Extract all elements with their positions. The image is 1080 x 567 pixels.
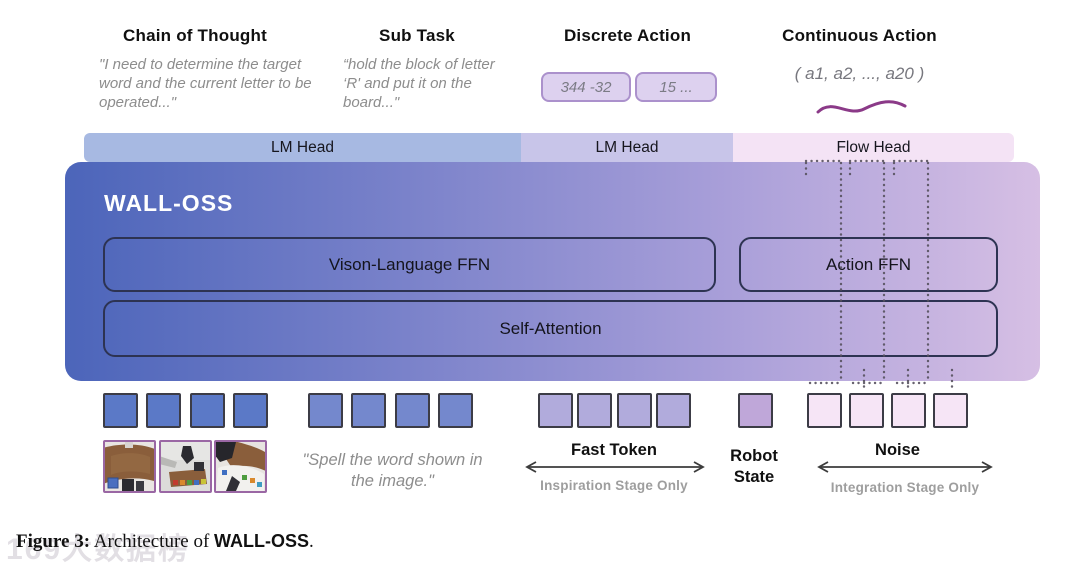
subtask-token-square xyxy=(351,393,386,428)
action-squiggle-icon xyxy=(816,100,907,114)
discrete-token-1: 344 -32 xyxy=(541,72,631,102)
caption-middle: Architecture of xyxy=(90,531,215,552)
sub-task-quote: “hold the block of letter ‘R' and put it… xyxy=(343,56,495,112)
column-title-chain-of-thought: Chain of Thought xyxy=(123,26,267,45)
fast-token-square xyxy=(538,393,573,428)
image-prompt-text: "Spell the word shown in the image." xyxy=(302,451,483,491)
noise-label: Noise xyxy=(875,441,920,459)
action-ffn-label: Action FFN xyxy=(825,254,912,274)
caption-model-name: WALL-OSS xyxy=(214,531,310,551)
self-attention-block: Self-Attention xyxy=(103,300,998,357)
action-vector-text: ( a1, a2, ..., a20 ) xyxy=(794,64,925,83)
sample-image-3 xyxy=(214,440,267,493)
sample-image-2 xyxy=(159,440,212,493)
caption-figure-number: Figure 3: xyxy=(16,531,91,552)
subtask-token-square xyxy=(438,393,473,428)
vision-language-ffn-block: Vison-Language FFN xyxy=(103,237,716,292)
noise-subtext: Integration Stage Only xyxy=(830,480,980,495)
figure-caption: Figure 3: Architecture of WALL-OSS. xyxy=(16,531,314,553)
wall-oss-box xyxy=(65,162,1040,381)
flow-head-label: Flow Head xyxy=(836,138,911,156)
chain-of-thought-quote: "I need to determine the target word and… xyxy=(99,56,312,112)
lm-head-2: LM Head xyxy=(521,133,733,162)
lm-head-2-label: LM Head xyxy=(595,138,659,156)
fast-token-label: Fast Token xyxy=(571,441,657,459)
fast-token-subtext: Inspiration Stage Only xyxy=(540,478,688,493)
text-token-square xyxy=(146,393,181,428)
model-name: WALL-OSS xyxy=(104,190,234,216)
robot-state-line2: State xyxy=(733,467,775,486)
column-title-discrete-action: Discrete Action xyxy=(563,26,692,45)
lm-head-1: LM Head xyxy=(84,133,521,162)
noise-token-square xyxy=(849,393,884,428)
text-token-square xyxy=(190,393,225,428)
noise-token-square xyxy=(933,393,968,428)
watermark: 169大数据榜 xyxy=(6,533,191,566)
sample-image-1 xyxy=(103,440,156,493)
fast-token-square xyxy=(577,393,612,428)
fast-token-arrow-icon xyxy=(525,461,705,473)
text-token-square xyxy=(233,393,268,428)
subtask-token-square xyxy=(395,393,430,428)
column-title-continuous-action: Continuous Action xyxy=(782,26,937,45)
vision-language-ffn-label: Vison-Language FFN xyxy=(328,254,491,274)
lm-head-1-label: LM Head xyxy=(271,138,334,156)
robot-state-square xyxy=(738,393,773,428)
noise-token-square xyxy=(807,393,842,428)
fast-token-square xyxy=(656,393,691,428)
subtask-token-square xyxy=(308,393,343,428)
caption-period: . xyxy=(309,531,314,552)
noise-arrow-icon xyxy=(817,461,993,473)
column-title-sub-task: Sub Task xyxy=(379,26,455,45)
discrete-token-2: 15 ... xyxy=(635,72,717,102)
fast-token-square xyxy=(617,393,652,428)
noise-token-square xyxy=(891,393,926,428)
action-ffn-block: Action FFN xyxy=(739,237,998,292)
text-token-square xyxy=(103,393,138,428)
flow-head: Flow Head xyxy=(733,133,1014,162)
self-attention-label: Self-Attention xyxy=(499,318,602,338)
robot-state-line1: Robot xyxy=(730,447,778,465)
robot-state-label: Robot State xyxy=(720,446,788,487)
